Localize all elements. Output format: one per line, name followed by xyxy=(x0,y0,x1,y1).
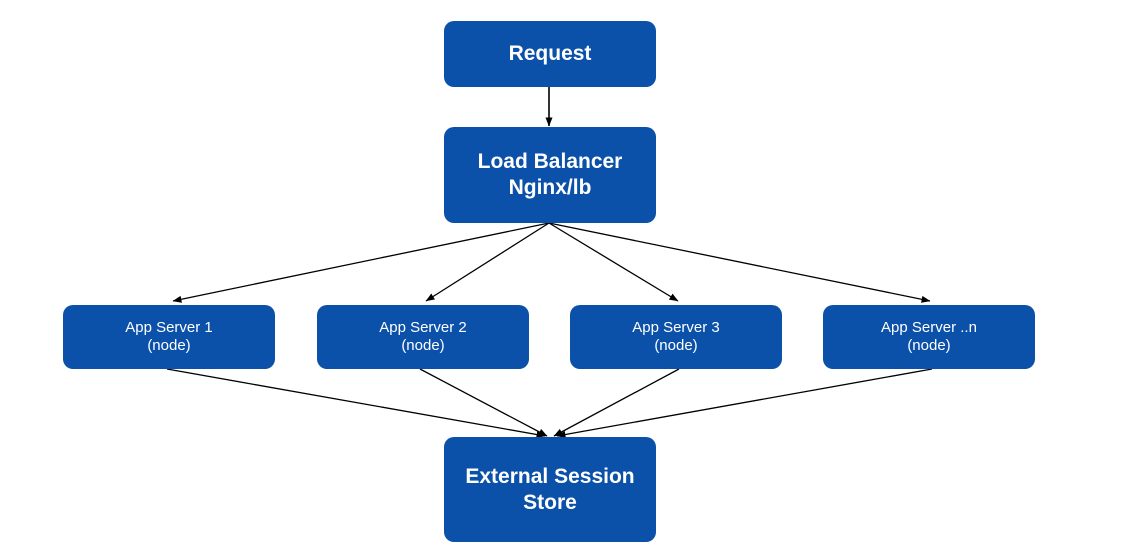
edge-load-balancer-to-app-server-3 xyxy=(548,222,679,302)
edge-load-balancer-to-app-server-2 xyxy=(425,222,550,302)
node-session-store-sublabel: Store xyxy=(523,490,577,514)
edge-app-server-4-to-session-store xyxy=(556,368,933,438)
node-app-server-2-sublabel: (node) xyxy=(401,337,445,354)
edge-app-server-1-to-session-store xyxy=(166,368,546,438)
node-request-label: Request xyxy=(508,42,592,66)
node-app-server-1[interactable]: App Server 1 (node) xyxy=(63,305,275,369)
edge-app-server-2-to-session-store xyxy=(419,368,548,437)
node-app-server-3[interactable]: App Server 3 (node) xyxy=(570,305,782,369)
node-app-server-1-sublabel: (node) xyxy=(147,337,191,354)
edge-load-balancer-to-app-server-1 xyxy=(172,222,550,303)
node-session-store-label: External Session xyxy=(465,464,635,488)
edge-app-server-3-to-session-store xyxy=(553,368,680,437)
node-load-balancer-label: Load Balancer xyxy=(477,150,623,174)
node-app-server-4[interactable]: App Server ..n (node) xyxy=(823,305,1035,369)
node-load-balancer-sublabel: Nginx/lb xyxy=(508,176,592,199)
node-app-server-4-label: App Server ..n xyxy=(881,318,977,336)
node-app-server-3-sublabel: (node) xyxy=(654,337,698,354)
node-app-server-2[interactable]: App Server 2 (node) xyxy=(317,305,529,369)
node-load-balancer[interactable]: Load Balancer Nginx/lb xyxy=(444,127,656,223)
edge-load-balancer-to-app-server-4 xyxy=(548,222,931,303)
node-app-server-3-label: App Server 3 xyxy=(632,318,720,336)
node-app-server-4-sublabel: (node) xyxy=(907,337,951,354)
node-app-server-1-label: App Server 1 xyxy=(125,318,213,336)
node-app-server-2-label: App Server 2 xyxy=(379,318,467,336)
node-request[interactable]: Request xyxy=(444,21,656,87)
node-session-store[interactable]: External Session Store xyxy=(444,437,656,542)
